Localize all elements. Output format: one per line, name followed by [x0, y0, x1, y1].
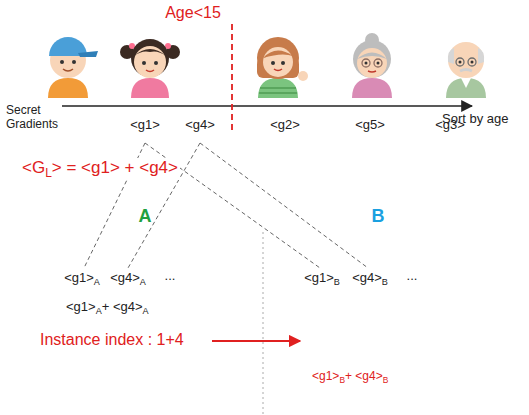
- party-name: B: [372, 206, 385, 227]
- share-sum: <g1>B+ <g4>B: [312, 370, 388, 385]
- share-sum: <g1>A+ <g4>A: [66, 300, 149, 316]
- girl-icon: [120, 39, 180, 98]
- axis-title: Secret Gradients: [6, 104, 64, 132]
- ellipsis: ...: [407, 269, 418, 284]
- gradient-label: <g5>: [355, 118, 385, 133]
- party-name: A: [139, 206, 152, 227]
- party-divider: [263, 232, 264, 415]
- transfer-arrow: [212, 340, 300, 342]
- threshold-label: Age<15: [165, 4, 221, 22]
- gradient-label: <g1>: [130, 118, 160, 133]
- age-axis: [62, 105, 472, 107]
- share-label: <g1>B: [304, 271, 340, 287]
- sum-formula: <GL> = <g1> + <g4>: [20, 158, 180, 180]
- gradient-label: <g4>: [185, 118, 215, 133]
- grandma-icon: [352, 33, 392, 98]
- index-note: Instance index : 1+4: [40, 331, 184, 349]
- threshold-line: [231, 24, 233, 134]
- woman-icon: [257, 37, 308, 98]
- ellipsis: ...: [165, 269, 176, 284]
- axis-label: Sort by age: [442, 112, 509, 127]
- share-label: <g4>B: [352, 271, 388, 287]
- share-label: <g1>A: [64, 271, 100, 287]
- gradient-label: <g2>: [270, 118, 300, 133]
- boy-icon: [48, 37, 98, 98]
- grandpa-icon: [446, 42, 486, 98]
- share-label: <g4>A: [110, 271, 146, 287]
